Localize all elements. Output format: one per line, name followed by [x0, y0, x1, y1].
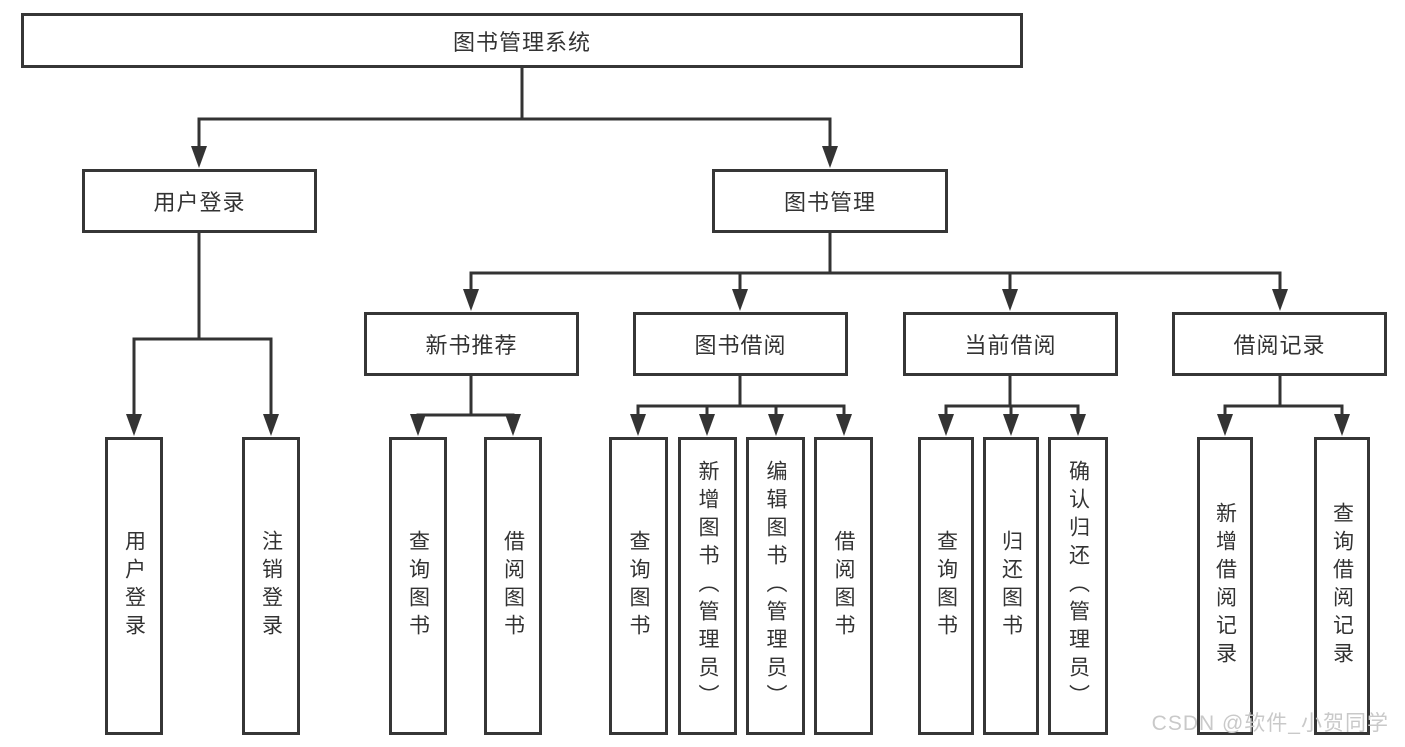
node-label: 图书管理系统 [452, 29, 591, 55]
leaf-query-books-1: 查询图书 [389, 437, 447, 735]
leaf-user-login: 用户登录 [105, 437, 163, 735]
node-label: 归还图书 [999, 530, 1023, 642]
leaf-add-borrow-record: 新增借阅记录 [1197, 437, 1253, 735]
node-label: 用户登录 [122, 530, 146, 642]
leaf-query-books-3: 查询图书 [918, 437, 974, 735]
node-new-book-recommend: 新书推荐 [364, 312, 579, 376]
node-user-login: 用户登录 [82, 169, 317, 233]
node-label: 用户登录 [153, 190, 246, 215]
node-label: 新书推荐 [425, 333, 518, 358]
node-label: 新增图书（管理员） [696, 460, 719, 712]
leaf-add-book-admin: 新增图书（管理员） [678, 437, 737, 735]
leaf-return-book: 归还图书 [983, 437, 1039, 735]
leaf-logout: 注销登录 [242, 437, 300, 735]
node-root-library-system: 图书管理系统 [21, 13, 1023, 68]
node-label: 借阅图书 [832, 530, 855, 642]
leaf-borrow-books-2: 借阅图书 [814, 437, 873, 735]
node-label: 借阅图书 [501, 530, 525, 642]
node-label: 注销登录 [259, 530, 283, 642]
node-label: 借阅记录 [1233, 333, 1326, 358]
node-book-management: 图书管理 [712, 169, 948, 233]
node-label: 查询借阅记录 [1330, 502, 1354, 670]
leaf-query-books-2: 查询图书 [609, 437, 668, 735]
node-label: 查询图书 [934, 530, 958, 642]
leaf-borrow-books-1: 借阅图书 [484, 437, 542, 735]
node-label: 查询图书 [627, 530, 650, 642]
node-label: 当前借阅 [964, 333, 1057, 358]
node-label: 新增借阅记录 [1213, 502, 1237, 670]
leaf-query-borrow-record: 查询借阅记录 [1314, 437, 1370, 735]
node-label: 图书借阅 [694, 333, 787, 358]
node-label: 查询图书 [406, 530, 430, 642]
node-label: 图书管理 [783, 190, 876, 215]
leaf-edit-book-admin: 编辑图书（管理员） [746, 437, 805, 735]
node-book-borrow: 图书借阅 [633, 312, 848, 376]
leaf-confirm-return-admin: 确认归还（管理员） [1048, 437, 1108, 735]
node-borrow-records: 借阅记录 [1172, 312, 1387, 376]
node-label: 确认归还（管理员） [1066, 460, 1090, 712]
node-current-borrow: 当前借阅 [903, 312, 1118, 376]
node-label: 编辑图书（管理员） [764, 460, 787, 712]
csdn-watermark: CSDN @软件_小贺同学 [1151, 712, 1389, 735]
arrowheads [126, 146, 1350, 436]
